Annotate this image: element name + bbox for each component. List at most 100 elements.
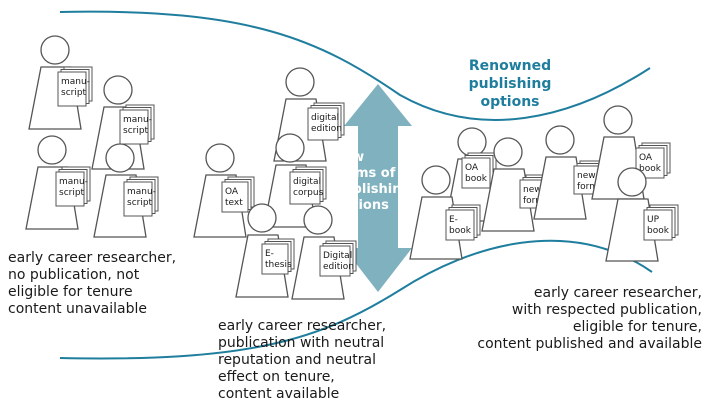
researcher-head <box>457 127 487 157</box>
researcher-head <box>275 133 305 163</box>
document-label: corpus <box>293 188 324 198</box>
document-label: book <box>639 164 662 174</box>
document-page <box>289 171 321 205</box>
document-page <box>643 209 673 241</box>
researcher-head <box>545 125 575 155</box>
document-label: script <box>61 88 87 98</box>
researcher-figure: manu-script <box>25 135 91 230</box>
researcher-head <box>285 67 315 97</box>
document-stack: E-thesis <box>261 238 295 275</box>
document-label: manu- <box>59 177 88 187</box>
document-label: UP <box>647 215 660 225</box>
document-page <box>57 71 87 107</box>
renowned-line: options <box>480 94 540 110</box>
researcher-head <box>105 143 135 173</box>
arrow-label-line: options <box>334 198 389 213</box>
document-page <box>123 181 153 217</box>
researcher-head <box>493 137 523 167</box>
document-label: OA <box>465 163 479 173</box>
document-page <box>307 107 339 141</box>
researcher-head <box>103 75 133 105</box>
document-page <box>461 157 491 189</box>
caption-neutral-publication: early career researcher, publication wit… <box>218 318 386 403</box>
caption-line: content published and available <box>477 336 702 352</box>
researcher-head <box>37 135 67 165</box>
caption-line: content available <box>218 386 340 402</box>
researcher-head <box>603 105 633 135</box>
document-label: manu- <box>123 115 152 125</box>
document-page <box>221 181 249 213</box>
document-label: Digital <box>323 251 352 261</box>
renowned-line: Renowned <box>468 58 552 74</box>
document-page <box>445 209 475 241</box>
caption-line: eligible for tenure <box>8 284 133 300</box>
researcher-figure: E-book <box>409 165 481 260</box>
document-label: manu- <box>127 187 156 197</box>
lower-boundary-curve <box>59 239 653 360</box>
document-label: new <box>577 171 596 181</box>
renowned-line: publishing <box>468 76 552 92</box>
document-label: manu- <box>61 77 90 87</box>
document-label: format <box>577 182 607 192</box>
caption-no-publication: early career researcher, no publication,… <box>8 250 176 318</box>
document-stack: manu-script <box>55 166 91 207</box>
document-stack: manu-script <box>123 176 159 217</box>
renowned-publishing-label: Renowned publishing options <box>430 57 590 111</box>
researcher-head <box>40 35 70 65</box>
caption-line: early career researcher, <box>218 318 387 334</box>
researcher-head <box>205 143 235 173</box>
document-label: book <box>449 226 472 236</box>
upper-boundary-curve <box>59 10 651 121</box>
document-label: digital <box>293 177 321 187</box>
caption-respected-publication: early career researcher, with respected … <box>477 285 702 353</box>
caption-line: effect on tenure, <box>218 369 335 385</box>
caption-line: eligible for tenure, <box>572 319 702 335</box>
arrow-label-line: forms of <box>334 166 396 181</box>
document-label: edition <box>311 124 342 134</box>
arrow-label-line: publishing <box>334 182 411 197</box>
caption-line: with respected publication, <box>511 302 702 318</box>
researcher-head <box>617 167 647 197</box>
document-label: OA <box>225 187 239 197</box>
document-label: new <box>523 185 542 195</box>
document-page <box>119 109 149 145</box>
document-label: thesis <box>265 260 292 270</box>
document-stack: manu-script <box>119 104 155 145</box>
document-label: text <box>225 198 243 208</box>
caption-line: no publication, not <box>8 267 140 283</box>
researcher-head <box>421 165 451 195</box>
researcher-figure: manu-script <box>93 143 159 238</box>
arrow-label-line: new <box>334 150 365 165</box>
caption-line: publication with neutral <box>218 335 385 351</box>
researcher-body <box>533 156 587 220</box>
caption-line: reputation and neutral <box>218 352 377 368</box>
researcher-head <box>303 205 333 235</box>
document-label: book <box>647 226 670 236</box>
document-stack: E-book <box>445 204 481 241</box>
document-label: book <box>465 174 488 184</box>
caption-line: content unavailable <box>8 301 147 317</box>
document-page <box>55 171 85 207</box>
document-stack: manu-script <box>57 66 93 107</box>
document-label: edition <box>323 262 354 272</box>
researcher-figure: E-thesis <box>235 203 295 298</box>
document-label: digital <box>311 113 339 123</box>
document-label: script <box>127 198 153 208</box>
researcher-figure: manu-script <box>28 35 93 130</box>
caption-line: early career researcher, <box>533 285 702 301</box>
caption-line: early career researcher, <box>8 250 177 266</box>
new-forms-label: new forms of publishing options <box>334 150 411 214</box>
document-label: script <box>59 188 85 198</box>
